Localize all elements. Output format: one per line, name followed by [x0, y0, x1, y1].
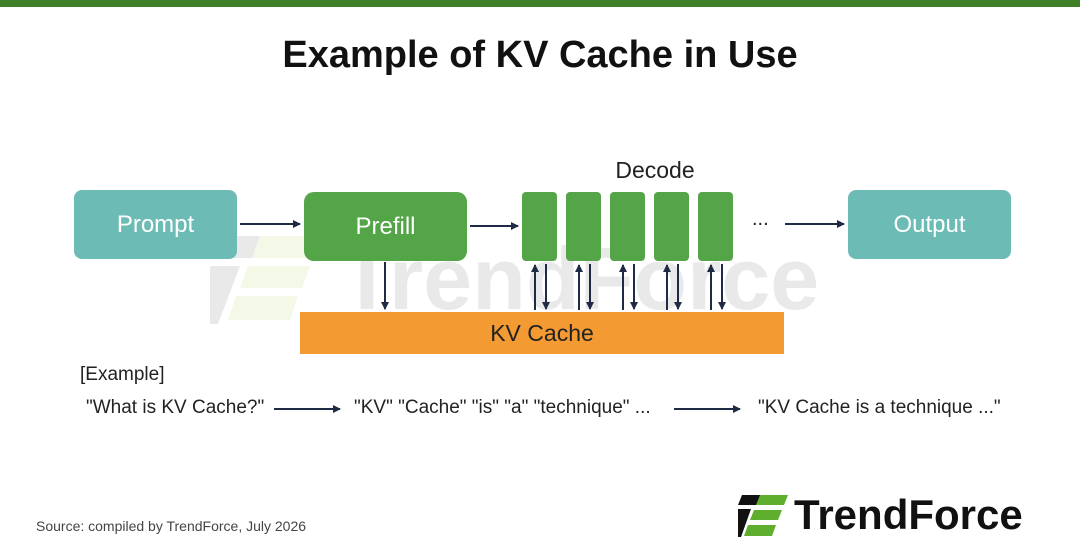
source-note: Source: compiled by TrendForce, July 202… [36, 518, 307, 534]
output-box: Output [848, 190, 1011, 259]
kv-cache-bar: KV Cache [300, 312, 784, 354]
decode-block-3 [610, 192, 645, 261]
example-input-text: "What is KV Cache?" [86, 397, 265, 418]
trendforce-logo: TrendForce [738, 491, 1048, 543]
trendforce-logo-icon [738, 495, 788, 537]
prompt-box: Prompt [74, 190, 237, 259]
decode-block-2 [566, 192, 601, 261]
prefill-box: Prefill [304, 192, 467, 261]
example-tag: [Example] [80, 364, 165, 385]
page-title: Example of KV Cache in Use [282, 34, 798, 76]
decode-label: Decode [615, 157, 695, 183]
decode-block-5 [698, 192, 733, 261]
example-tokens-text: "KV" "Cache" "is" "a" "technique" ... [354, 397, 651, 418]
trendforce-logo-text: TrendForce [794, 491, 1023, 538]
decode-block-4 [654, 192, 689, 261]
decode-block-1 [522, 192, 557, 261]
example-output-text: "KV Cache is a technique ..." [758, 397, 1001, 418]
top-accent-bar [0, 0, 1080, 7]
decode-ellipsis: ... [752, 208, 769, 230]
